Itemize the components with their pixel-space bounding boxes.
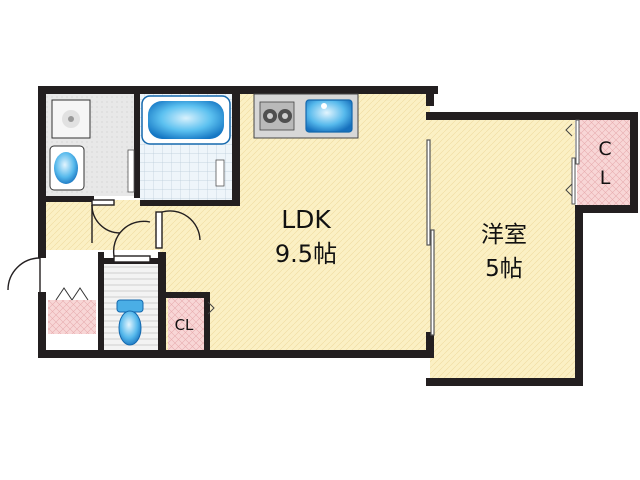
- walls: [38, 86, 638, 386]
- bath-faucet: [215, 159, 225, 187]
- closet-small-label: CL: [175, 316, 194, 334]
- ldk-sliding-door: [426, 139, 435, 336]
- washing-machine-pan: [51, 99, 91, 139]
- bathtub: [141, 95, 231, 145]
- closet-large-label-l: L: [600, 167, 611, 189]
- stove-burner-icon: [263, 109, 292, 123]
- toilet: [116, 299, 144, 346]
- ldk-size-label: 9.5帖: [275, 240, 337, 268]
- western-room-size-label: 5帖: [485, 256, 523, 282]
- closet-sliding-door: [571, 119, 580, 205]
- corridor-floor: [44, 200, 169, 250]
- western-room-floor: [430, 118, 575, 383]
- washroom-shelf: [127, 149, 135, 193]
- shoe-icon: [55, 287, 89, 301]
- shoe-box: [48, 300, 96, 334]
- door-arcs: [7, 199, 201, 292]
- closet-hinge-marks: [207, 123, 573, 315]
- wash-basin: [49, 145, 85, 191]
- ldk-name-label: LDK: [281, 205, 331, 234]
- western-room-name-label: 洋室: [481, 222, 527, 248]
- closet-large-label-c: C: [598, 138, 611, 160]
- kitchen-sink: [305, 99, 353, 133]
- closet-small-floor: [168, 298, 204, 350]
- closet-large-floor: [577, 118, 634, 210]
